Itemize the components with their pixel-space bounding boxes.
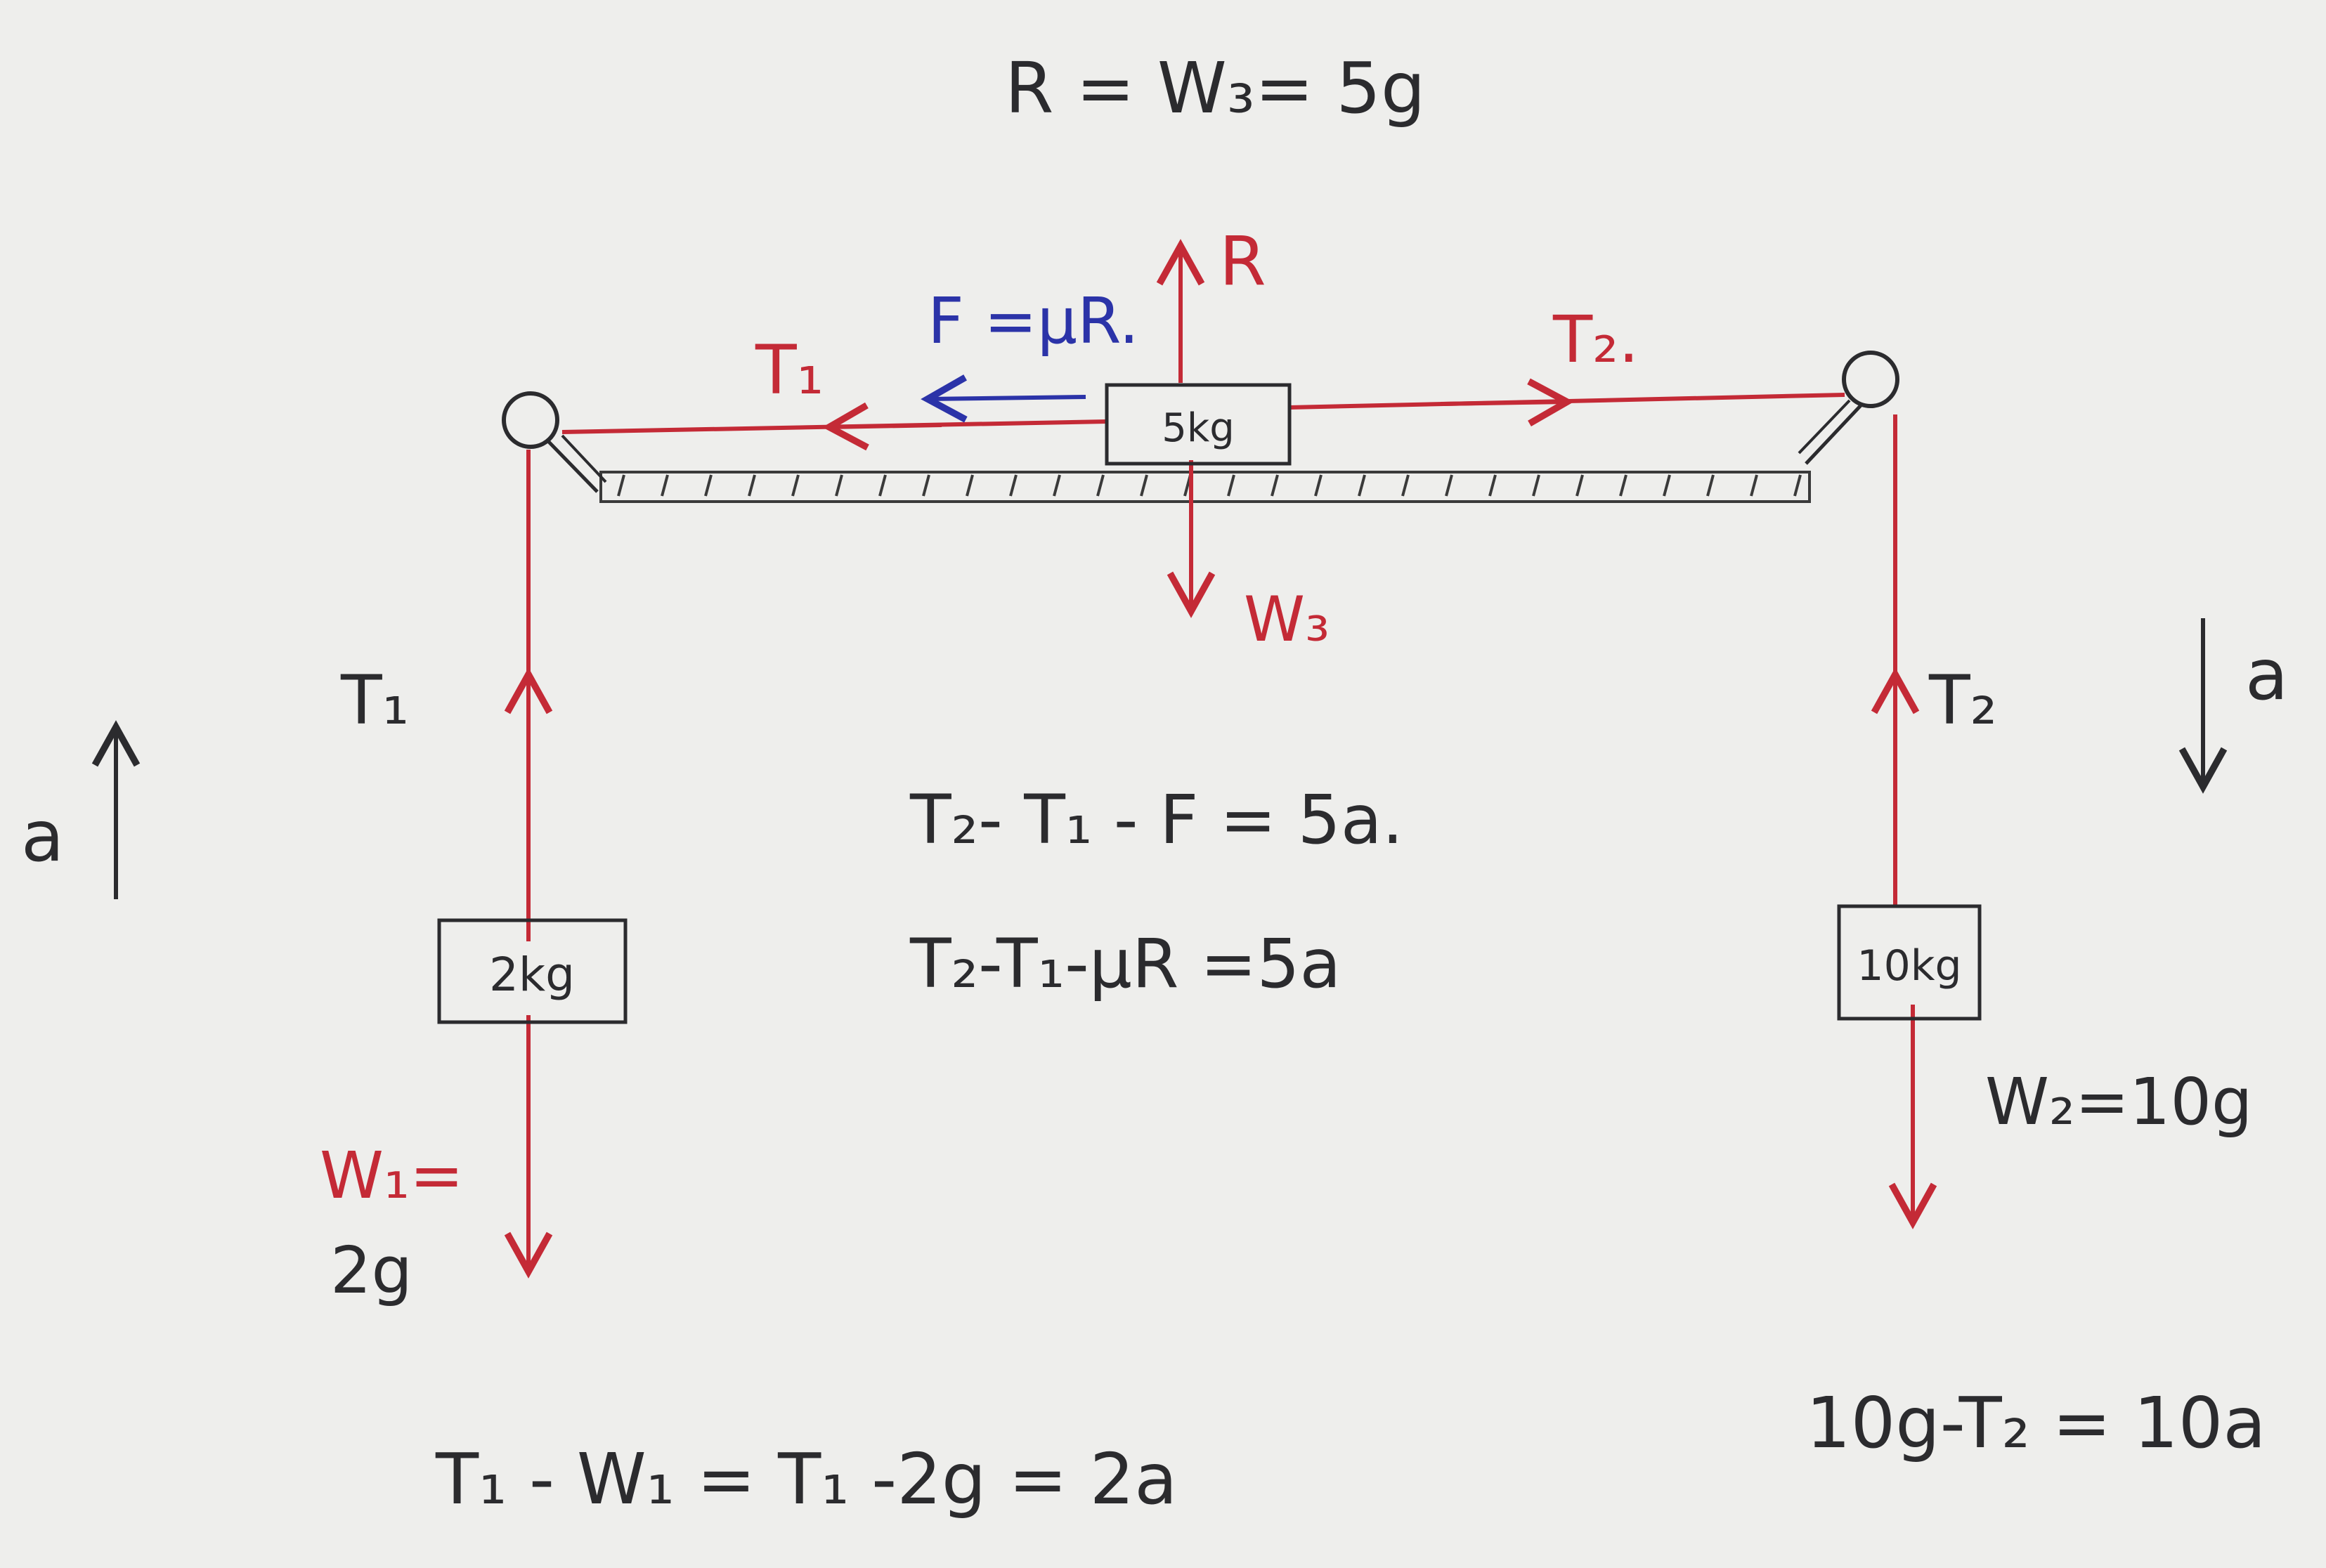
table-hatch-mark	[878, 474, 887, 497]
weight-table-label: W₃	[1244, 583, 1330, 655]
middle-equation-1: T₂- T₁ - F = 5a.	[909, 780, 1403, 859]
right-hanging-block: 10kg	[1837, 904, 1982, 1021]
tension-left-top-label: T₁	[755, 331, 824, 410]
right-bottom-equation: 10g-T₂ = 10a	[1806, 1382, 2266, 1464]
table-hatch-mark	[1096, 474, 1105, 497]
tension-right-rope-label: T₂	[1928, 661, 1997, 740]
table-hatch-mark	[704, 474, 713, 497]
weight-left-label-line2: 2g	[330, 1233, 412, 1308]
table-hatch-mark	[791, 474, 800, 497]
table-hatch-mark	[835, 474, 843, 497]
table-hatch-mark	[1227, 474, 1235, 497]
tension-left-rope-label: T₁	[340, 661, 409, 740]
table-hatch-mark	[617, 474, 625, 497]
table-block-mass: 5kg	[1162, 405, 1235, 451]
table-hatch-mark	[1532, 474, 1540, 497]
table-hatch-mark	[1750, 474, 1758, 497]
table-hatch-mark	[1271, 474, 1279, 497]
table-hatch-mark	[1663, 474, 1671, 497]
table-hatch-mark	[1488, 474, 1497, 497]
table-hatch-mark	[1619, 474, 1627, 497]
table-hatch-mark	[1575, 474, 1584, 497]
weight-left-label-line1: W₁=	[320, 1138, 464, 1213]
table-hatch-mark	[966, 474, 974, 497]
table-hatch-mark	[1358, 474, 1366, 497]
table-hatch-mark	[1706, 474, 1715, 497]
table-hatch-mark	[1140, 474, 1148, 497]
table-hatch-mark	[1053, 474, 1061, 497]
top-equation: R = W₃= 5g	[1005, 47, 1426, 129]
right-block-mass: 10kg	[1857, 941, 1961, 991]
table-block: 5kg	[1105, 383, 1292, 466]
accel-left-label: a	[21, 795, 64, 877]
middle-equation-2: T₂-T₁-μR =5a	[909, 925, 1341, 1003]
left-bottom-equation: T₁ - W₁ = T₁ -2g = 2a	[435, 1438, 1178, 1520]
normal-force-label: R	[1219, 222, 1266, 301]
table-hatch-mark	[922, 474, 930, 497]
table-hatch-mark	[748, 474, 756, 497]
left-hanging-block: 2kg	[437, 918, 628, 1024]
accel-right-label: a	[2245, 634, 2288, 716]
force-arrows	[91, 239, 2228, 899]
table-hatch-mark	[1401, 474, 1410, 497]
left-block-mass: 2kg	[489, 948, 575, 1002]
table-hatch-mark	[1314, 474, 1323, 497]
table-surface	[599, 471, 1811, 503]
table-hatch-mark	[661, 474, 669, 497]
table-hatch-mark	[1009, 474, 1018, 497]
table-hatch-mark	[1793, 474, 1802, 497]
friction-label: F =μR.	[928, 285, 1139, 358]
weight-right-label: W₂=10g	[1985, 1064, 2252, 1139]
right-pulley	[1798, 351, 1899, 465]
tension-right-top-label: T₂.	[1552, 302, 1639, 377]
left-pulley	[502, 391, 607, 493]
table-hatch-mark	[1445, 474, 1453, 497]
